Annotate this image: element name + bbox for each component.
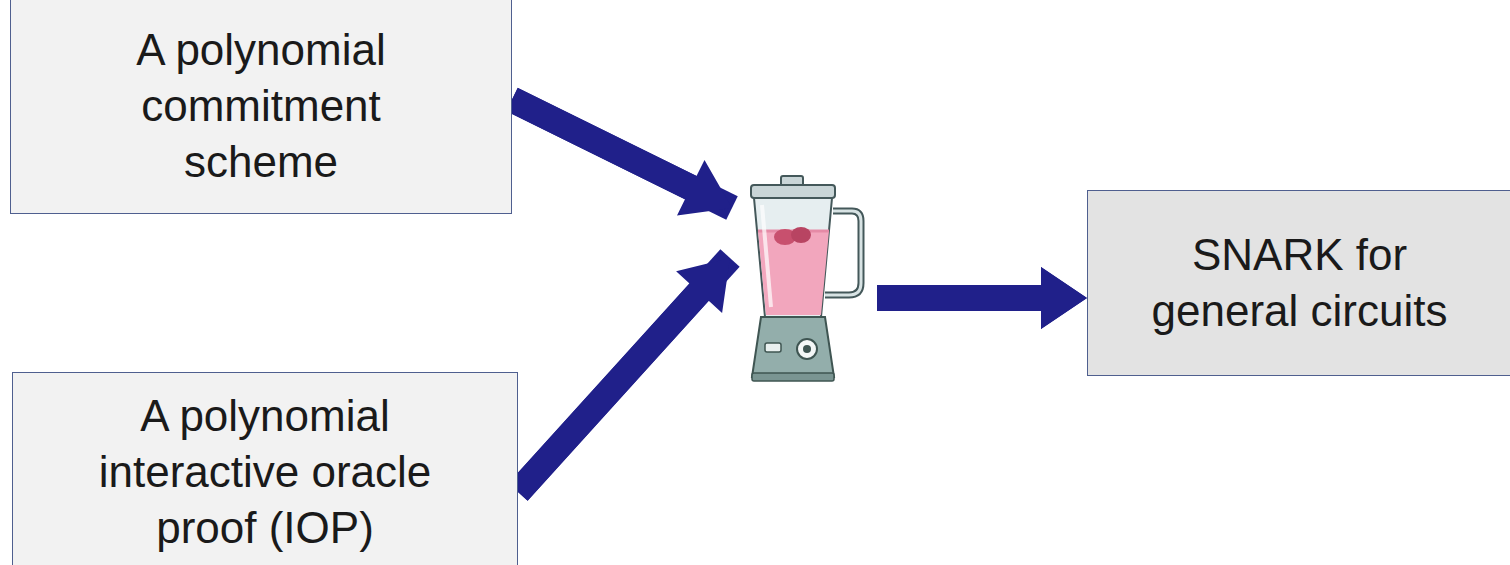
block-arrow [508,258,730,501]
flow-arrow [506,88,1087,329]
box-label: A polynomial interactive oracle proof (I… [75,388,455,556]
blender-illustration [735,175,875,385]
flow-arrow [508,258,1087,501]
result-box: SNARK for general circuits [1087,190,1510,376]
input-box: A polynomial commitment scheme [10,0,512,214]
input-box: A polynomial interactive oracle proof (I… [12,372,518,565]
block-arrow [877,267,1087,329]
arrow-shaft [518,258,730,492]
arrow-shaft [512,100,732,208]
box-label: SNARK for general circuits [1135,227,1465,339]
block-arrow [506,88,732,216]
box-label: A polynomial commitment scheme [71,22,451,190]
block-arrow [877,267,1087,329]
